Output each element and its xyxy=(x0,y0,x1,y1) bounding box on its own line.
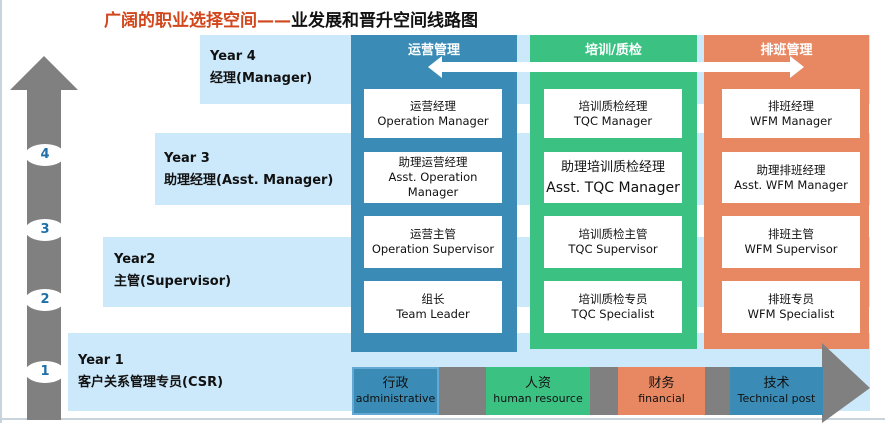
column-header: 培训/质检 xyxy=(585,43,642,58)
role-cn: 排班经理 xyxy=(768,98,814,113)
role-en: Operation Supervisor xyxy=(371,242,495,256)
role-cn: 培训质检专员 xyxy=(578,292,648,306)
year-label: Year 1 xyxy=(78,353,124,368)
role-label: 主管(Supervisor) xyxy=(114,274,232,289)
role-en: WFM Manager xyxy=(750,113,832,128)
track-en: financial xyxy=(638,392,685,405)
track-cn: 人资 xyxy=(524,376,551,391)
role-cn: 助理排班经理 xyxy=(756,162,826,177)
level-number: 4 xyxy=(25,144,65,166)
role-en: WFM Specialist xyxy=(747,307,835,321)
bottom-border xyxy=(0,418,885,420)
year-label: Year 3 xyxy=(164,151,210,166)
title-red: 广阔的职业选择空间—— xyxy=(104,11,291,31)
role-en: TQC Manager xyxy=(573,113,653,128)
column-header: 排班管理 xyxy=(760,43,813,58)
role-cn: 排班专员 xyxy=(768,292,814,306)
role-cn: 助理培训质检经理 xyxy=(560,159,665,175)
role-en: TQC Specialist xyxy=(571,307,655,321)
role-en: Asst. TQC Manager xyxy=(546,179,680,196)
column-header: 运营管理 xyxy=(407,43,460,58)
track-en: human resource xyxy=(493,392,583,405)
role-label: 助理经理(Asst. Manager) xyxy=(164,173,334,188)
page-title: 广阔的职业选择空间——业发展和晋升空间线路图 xyxy=(104,6,478,31)
role-label: 客户关系管理专员(CSR) xyxy=(78,375,224,390)
role-cn: 运营主管 xyxy=(410,227,456,241)
role-cn: 组长 xyxy=(421,292,445,306)
role-cn: 培训质检经理 xyxy=(578,98,648,113)
track-cn: 行政 xyxy=(382,376,409,391)
track-en: Technical post xyxy=(737,392,816,405)
role-en: Asst. WFM Manager xyxy=(734,177,848,192)
role-cn: 助理运营经理 xyxy=(398,155,468,169)
track-cn: 财务 xyxy=(648,376,675,391)
level-year2: Year2 主管(Supervisor) xyxy=(114,249,231,293)
role-cn: 培训质检主管 xyxy=(578,227,648,241)
role-en: Asst. Operation Manager xyxy=(388,170,478,199)
role-en: TQC Supervisor xyxy=(568,242,658,256)
role-cn: 运营经理 xyxy=(410,98,456,113)
role-en: Team Leader xyxy=(396,307,470,321)
year-label: Year2 xyxy=(114,252,156,267)
track-en: administrative xyxy=(355,392,436,405)
track-cn: 技术 xyxy=(763,376,790,391)
role-en: Operation Manager xyxy=(377,113,489,128)
level-number: 1 xyxy=(25,361,65,383)
year-label: Year 4 xyxy=(210,49,256,64)
role-en: WFM Supervisor xyxy=(744,242,838,256)
level-year4: Year 4 经理(Manager) xyxy=(210,46,312,90)
role-label: 经理(Manager) xyxy=(210,71,313,86)
double-arrow-icon xyxy=(428,56,804,78)
role-cn: 排班主管 xyxy=(768,227,814,241)
level-year3: Year 3 助理经理(Asst. Manager) xyxy=(164,148,333,192)
role-box: 助理培训质检经理 Asst. TQC Manager xyxy=(544,152,682,203)
level-number: 2 xyxy=(25,289,65,311)
left-border xyxy=(0,0,2,423)
level-number: 3 xyxy=(25,219,65,241)
level-year1: Year 1 客户关系管理专员(CSR) xyxy=(78,350,223,394)
title-black: 业发展和晋升空间线路图 xyxy=(291,11,478,31)
